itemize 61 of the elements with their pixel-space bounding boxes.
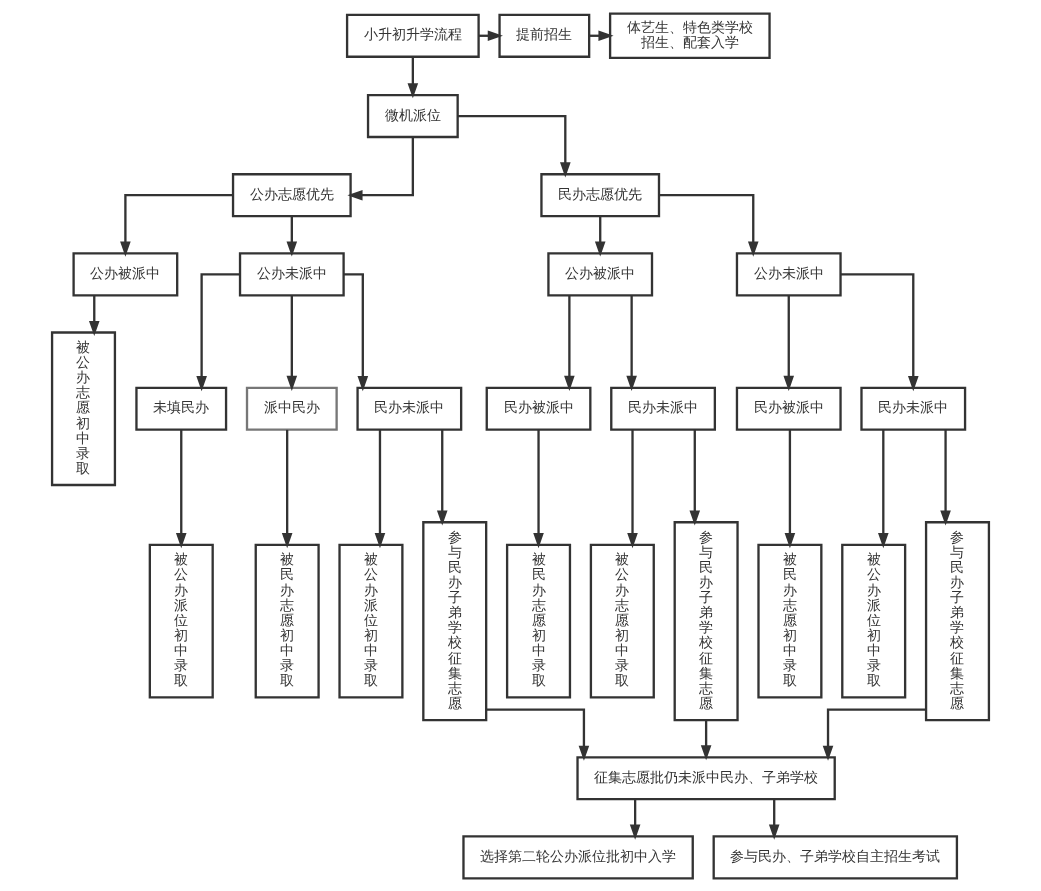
arrow xyxy=(374,429,386,548)
arrow xyxy=(196,272,240,391)
arrow xyxy=(840,272,919,391)
node-box: 被公办志愿初中录取 xyxy=(50,330,117,486)
node-box: 公办被派中 xyxy=(72,251,179,296)
node-box: 参与民办子弟学校征集志愿 xyxy=(673,520,739,721)
node-box: 征集志愿批仍未派中民办、子弟学校 xyxy=(576,755,836,800)
node-box: 公办未派中 xyxy=(238,251,345,296)
arrow xyxy=(768,798,780,840)
node-box: 公办志愿优先 xyxy=(231,172,352,217)
arrow xyxy=(629,798,641,840)
arrow xyxy=(486,707,590,761)
arrow xyxy=(784,429,796,548)
node-box: 参与民办、子弟学校自主招生考试 xyxy=(712,834,959,879)
arrow xyxy=(286,294,298,391)
node-box: 小升初升学流程 xyxy=(345,13,480,58)
node-box: 被公办派位初中录取 xyxy=(841,543,907,699)
node-box: 被公办派位初中录取 xyxy=(338,543,404,699)
arrow xyxy=(533,429,544,548)
arrow xyxy=(822,707,926,761)
arrow xyxy=(286,215,298,257)
arrow xyxy=(347,136,414,200)
arrow xyxy=(120,193,233,257)
node-box: 派中民办 xyxy=(245,386,338,431)
node-box: 参与民办子弟学校征集志愿 xyxy=(422,520,488,721)
node-box: 体艺生、特色类学校招生、配套入学 xyxy=(608,12,771,59)
arrow xyxy=(564,294,575,391)
node-box: 被民办志愿初中录取 xyxy=(757,543,823,699)
node-box: 民办志愿优先 xyxy=(540,172,661,217)
arrow xyxy=(689,429,701,526)
node-box: 公办被派中 xyxy=(547,251,654,296)
node-box: 公办未派中 xyxy=(735,251,842,296)
arrow xyxy=(878,429,889,548)
arrow xyxy=(281,429,293,548)
arrow xyxy=(88,294,100,336)
node-box: 被民办志愿初中录取 xyxy=(254,543,320,699)
node-box: 参与民办子弟学校征集志愿 xyxy=(924,520,991,721)
node-box: 微机派位 xyxy=(366,93,459,138)
arrow xyxy=(700,719,712,760)
arrow xyxy=(457,114,571,178)
node-box: 民办未派中 xyxy=(356,386,463,431)
arrow xyxy=(594,215,606,257)
node-box: 被公办派位初中录取 xyxy=(148,543,214,699)
arrow xyxy=(175,429,187,548)
arrow xyxy=(627,429,638,548)
arrow xyxy=(407,56,419,98)
node-box: 未填民办 xyxy=(135,386,228,431)
node-box: 被公办志愿初中录取 xyxy=(589,543,655,699)
arrow xyxy=(659,193,759,257)
arrow xyxy=(783,294,795,391)
node-box: 提前招生 xyxy=(498,13,591,58)
node-box: 民办被派中 xyxy=(735,386,842,431)
node-box: 民办未派中 xyxy=(860,386,967,431)
node-box: 民办被派中 xyxy=(485,386,592,431)
arrow xyxy=(436,429,448,526)
arrow xyxy=(626,294,637,391)
node-box: 被民办志愿初中录取 xyxy=(505,543,572,699)
arrow xyxy=(343,272,369,391)
node-box: 民办未派中 xyxy=(610,386,716,431)
arrow xyxy=(940,429,951,526)
node-box: 选择第二轮公办派位批初中入学 xyxy=(462,834,694,879)
